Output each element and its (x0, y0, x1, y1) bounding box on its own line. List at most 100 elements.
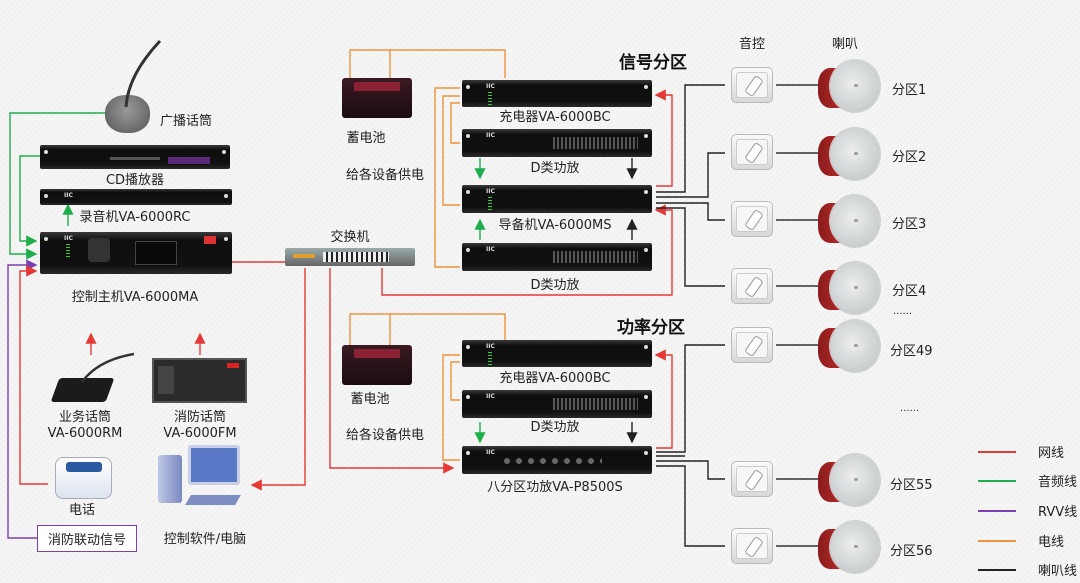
network-wire (381, 204, 673, 296)
volume-control-icon (731, 327, 773, 363)
legend-item: 喇叭线 (978, 560, 1077, 579)
ceiling-speaker-icon (818, 60, 880, 114)
volume-control-icon (731, 268, 773, 304)
power-wire (349, 313, 506, 345)
amp-label: D类功放 (530, 420, 580, 435)
power-wire (442, 354, 460, 461)
ceiling-speaker-icon (818, 195, 880, 249)
network-wire (329, 268, 455, 474)
network-switch-device (285, 248, 415, 266)
phone-label: 电话 (68, 503, 96, 518)
speaker-wire (776, 84, 818, 547)
zone-label: 分区4 (892, 284, 927, 299)
zone-amp-label: 八分区功放VA-P8500S (487, 480, 623, 495)
speaker-wire (656, 465, 725, 547)
network-wire (250, 268, 306, 491)
main-controller-device: IIC (40, 232, 232, 274)
zone-label: 分区56 (890, 544, 933, 559)
signal-zone-title: 信号分区 (619, 53, 687, 73)
power-wire (349, 49, 506, 78)
speaker-wire (656, 202, 725, 221)
zone-label: 分区2 (892, 150, 927, 165)
main-controller-label: 控制主机VA-6000MA (71, 290, 199, 305)
cd-player-label: CD播放器 (105, 173, 165, 188)
speaker-header: 喇叭 (831, 37, 859, 52)
volume-header: 音控 (738, 37, 766, 52)
power-wire (450, 361, 460, 401)
charger-device: IIC (462, 340, 652, 367)
legend-item: 音频线 (978, 471, 1077, 490)
power-wire (434, 87, 460, 268)
fire-linkage-signal-box: 消防联动信号 (37, 525, 138, 552)
audio-wire (9, 112, 105, 260)
zone-amp-device: IIC (462, 446, 652, 474)
telephone-device (55, 457, 112, 499)
amp-bottom-device: IIC (462, 243, 652, 271)
legend-swatch (978, 568, 1016, 571)
battery-device (342, 345, 412, 385)
speaker-wire (656, 152, 725, 198)
speaker-wire (656, 84, 725, 193)
legend-label: 音频线 (1038, 475, 1078, 490)
ceiling-speaker-icon (818, 454, 880, 508)
power-note-label: 给各设备供电 (346, 428, 425, 443)
power-wire (450, 102, 460, 144)
recorder-device: IIC (40, 189, 232, 205)
zone-label: 分区55 (890, 478, 933, 493)
amp-device: IIC (462, 390, 652, 418)
legend-swatch (978, 509, 1016, 512)
legend-swatch (978, 450, 1016, 453)
power-note-label: 给各设备供电 (346, 168, 425, 183)
router-device: IIC (462, 185, 652, 213)
power-wire (442, 95, 460, 206)
ellipsis: ...... (893, 306, 913, 317)
legend-label: 喇叭线 (1038, 564, 1078, 579)
charger-label: 充电器VA-6000BC (499, 110, 611, 125)
legend-label: 电线 (1038, 535, 1065, 550)
amp-top-label: D类功放 (530, 161, 580, 176)
volume-control-icon (731, 201, 773, 237)
legend-item: RVV线 (978, 501, 1077, 520)
legend-label: RVV线 (1038, 505, 1078, 520)
audio-wire (19, 155, 40, 247)
amp-bottom-label: D类功放 (530, 278, 580, 293)
switch-label: 交换机 (330, 230, 370, 245)
legend-item: 电线 (978, 531, 1064, 550)
gooseneck-icon (80, 352, 135, 383)
network-wire (654, 349, 673, 449)
broadcast-mic-label: 广播话筒 (160, 114, 213, 129)
zone-label: 分区1 (892, 83, 927, 98)
charger-device: IIC (462, 80, 652, 107)
speaker-wire (656, 207, 725, 287)
network-wire (654, 89, 673, 187)
ceiling-speaker-icon (818, 128, 880, 182)
battery-label: 蓄电池 (346, 131, 386, 146)
router-label: 导备机VA-6000MS (498, 218, 612, 233)
legend-swatch (978, 479, 1016, 482)
legend-swatch (978, 539, 1016, 542)
ellipsis: ...... (900, 403, 920, 414)
zone-label: 分区3 (892, 217, 927, 232)
rvv-wire (7, 259, 38, 539)
gooseneck-icon (124, 39, 162, 108)
cd-player-device (40, 145, 230, 169)
legend-label: 网线 (1038, 446, 1065, 461)
ceiling-speaker-icon (818, 521, 880, 575)
charger-label: 充电器VA-6000BC (499, 371, 611, 386)
amp-top-device: IIC (462, 129, 652, 157)
battery-label: 蓄电池 (350, 392, 390, 407)
power-zone-title: 功率分区 (617, 318, 685, 338)
network-wire (19, 265, 48, 485)
volume-control-icon (731, 528, 773, 564)
computer-label: 控制软件/电脑 (163, 532, 247, 547)
speaker-wire (656, 460, 725, 480)
fire-mic-device (152, 358, 247, 403)
battery-device (342, 78, 412, 118)
computer-device (158, 445, 248, 515)
ceiling-speaker-icon (818, 320, 880, 374)
speaker-wire (656, 344, 725, 453)
volume-control-icon (731, 461, 773, 497)
